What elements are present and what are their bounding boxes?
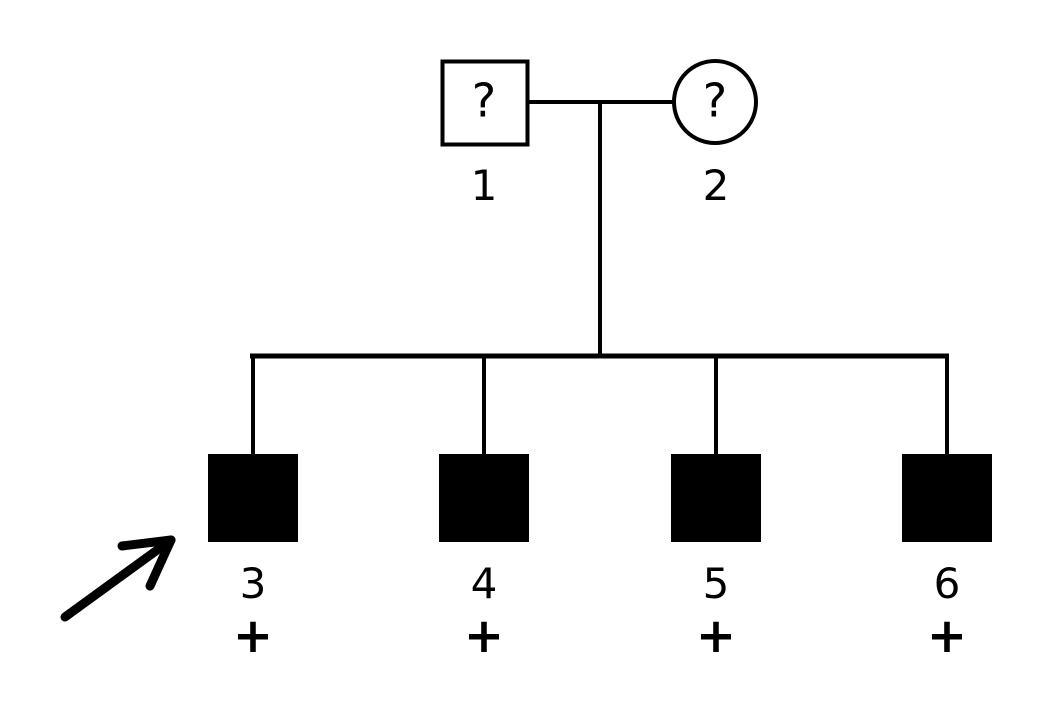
status-mark-6: + xyxy=(927,608,967,664)
individual-id-label-1: 1 xyxy=(471,161,498,210)
individual-4[interactable]: 4 + xyxy=(439,454,529,664)
connection-lines xyxy=(250,100,949,458)
status-mark-5: + xyxy=(696,608,736,664)
proband-arrow-barb-lower xyxy=(145,535,176,591)
affected-male-square-symbol-5[interactable] xyxy=(671,454,761,542)
male-square-symbol-1[interactable] xyxy=(440,59,530,147)
affected-male-square-symbol-3[interactable] xyxy=(208,454,298,542)
individual-2[interactable]: ? 2 xyxy=(672,59,758,210)
status-mark-3: + xyxy=(233,608,273,664)
individual-id-label-2: 2 xyxy=(703,161,730,210)
proband-arrow-icon xyxy=(60,535,176,622)
individual-3[interactable]: 3 + xyxy=(208,454,298,664)
individual-id-label-4: 4 xyxy=(471,559,498,608)
status-mark-4: + xyxy=(464,608,504,664)
proband-arrow-barb-upper xyxy=(117,535,176,551)
individual-6[interactable]: 6 + xyxy=(902,454,992,664)
individual-5[interactable]: 5 + xyxy=(671,454,761,664)
affected-male-square-symbol-6[interactable] xyxy=(902,454,992,542)
individual-1[interactable]: ? 1 xyxy=(440,59,530,211)
individual-id-label-6: 6 xyxy=(934,559,961,608)
affected-male-square-symbol-4[interactable] xyxy=(439,454,529,542)
individual-id-label-5: 5 xyxy=(703,559,730,608)
unknown-status-label-2: ? xyxy=(703,74,727,128)
female-circle-symbol-2[interactable] xyxy=(672,59,758,145)
proband-arrow-shaft xyxy=(60,535,176,622)
individual-id-label-3: 3 xyxy=(240,559,267,608)
unknown-status-label-1: ? xyxy=(472,74,496,128)
